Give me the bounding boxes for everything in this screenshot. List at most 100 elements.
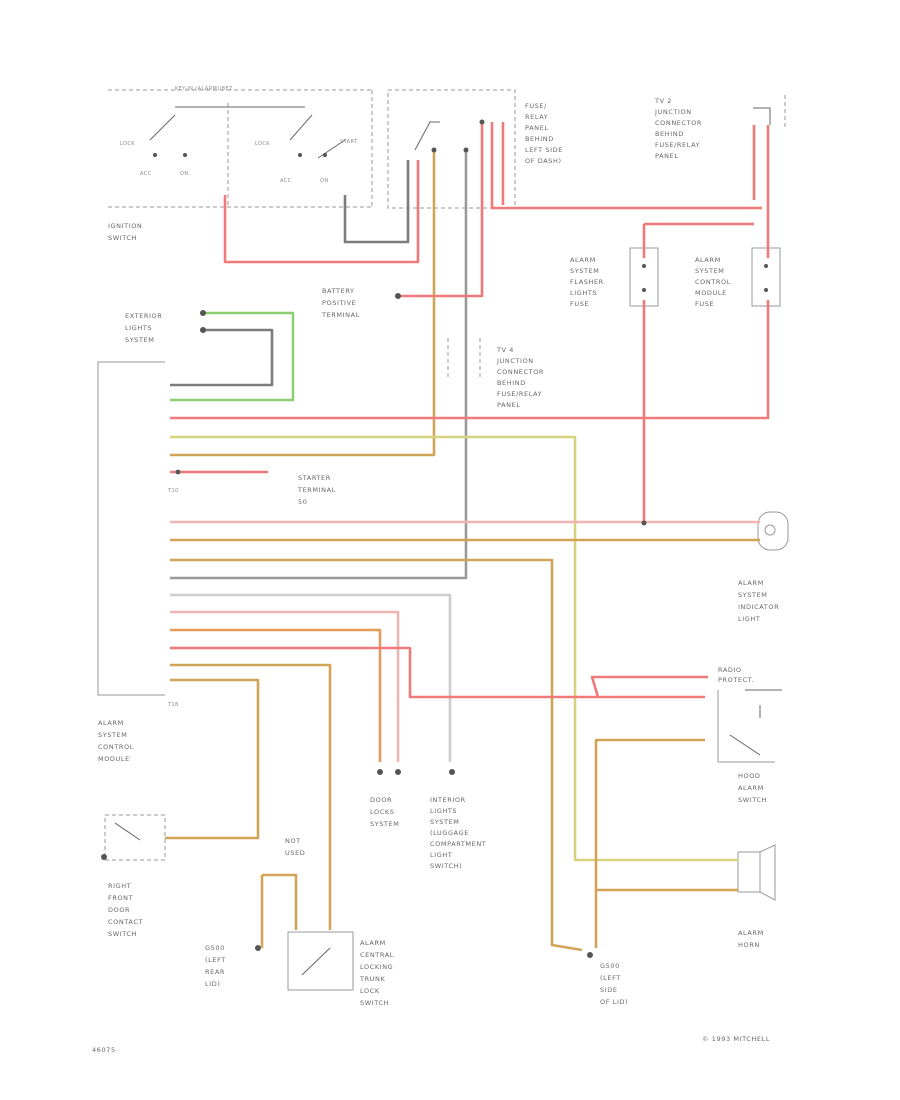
trunk-switch-label-line: LOCK [360, 987, 380, 995]
terminal-dot [175, 469, 181, 475]
tv4-label-line: FUSE/RELAY [497, 390, 542, 398]
fuse-relay-panel-label-line: RELAY [525, 113, 548, 121]
tv2-label-line: PANEL [655, 152, 679, 160]
control-fuse-label-line: CONTROL [695, 278, 731, 286]
tv2-label-line: JUNCTION [654, 108, 692, 116]
trunk-switch-box [287, 931, 354, 991]
tv2-label-line: CONNECTOR [655, 119, 702, 127]
tv4-label-line: CONNECTOR [497, 368, 544, 376]
flasher-fuse-label-line: LIGHTS [570, 289, 597, 297]
battery-label-line: BATTERY [322, 287, 355, 295]
terminal-dot [255, 945, 261, 951]
ignition-pos: ACC [280, 178, 292, 184]
trunk-switch-label-line: SWITCH [360, 999, 389, 1007]
hood-label-line: SWITCH [738, 796, 767, 804]
ignition-pos: ACC [140, 171, 152, 177]
junction-dot [463, 147, 469, 153]
indicator-label-line: ALARM [738, 579, 764, 587]
control-module-label-line: CONTROL [98, 743, 134, 751]
flasher-fuse-label-line: FUSE [570, 300, 589, 308]
fuse-terminal [764, 288, 768, 292]
control-fuse-label-line: FUSE [695, 300, 714, 308]
alarm-horn-body [737, 851, 761, 893]
hood-switch-frame [717, 690, 775, 763]
interior-label-line: INTERIOR [430, 796, 466, 804]
fuse-relay-panel-label-line: FUSE/ [525, 102, 547, 110]
figure-id: 46075 [92, 1046, 116, 1054]
interior-label-line: (LUGGAGE [430, 829, 469, 837]
fuse-terminal [764, 264, 768, 268]
ground-left-side-label-line: G500 [600, 962, 620, 970]
tv4-frame [447, 338, 481, 380]
control-module-label-line: SYSTEM [98, 731, 128, 739]
wire-tan-starter [170, 150, 436, 457]
t18-label: T18 [167, 702, 179, 708]
battery-label-line: TERMINAL [321, 311, 360, 319]
starter-label-line: STARTER [298, 474, 331, 482]
door-contact-label-line: FRONT [108, 894, 133, 902]
ignition-lever-3 [317, 139, 346, 159]
indicator-label-line: SYSTEM [738, 591, 768, 599]
exterior-lights-label-line: SYSTEM [125, 336, 155, 344]
switch-contact [323, 153, 327, 157]
ground-left-rear-label-line: REAR [205, 968, 225, 976]
control-fuse-label-line: MODULE [695, 289, 727, 297]
control-fuse-label-line: ALARM [695, 256, 721, 264]
ignition-lever-1 [149, 114, 176, 141]
trunk-switch-label-line: TRUNK [359, 975, 386, 983]
tv4-label-line: PANEL [497, 401, 521, 409]
wire-radio-link [590, 675, 708, 698]
flasher-fuse-label-line: SYSTEM [570, 267, 600, 275]
indicator-label-line: INDICATOR [738, 603, 779, 611]
trunk-switch-label-line: CENTRAL [360, 951, 394, 959]
tv2-connector [753, 107, 771, 125]
wire-door-contact [165, 678, 260, 840]
indicator-label-line: LIGHT [738, 615, 760, 623]
control-module-label-line: MODULE [98, 755, 130, 763]
wire-ground-tan [170, 558, 583, 952]
trunk-switch-label-line: LOCKING [360, 963, 393, 971]
ignition-lever-2 [289, 114, 313, 141]
junction-dot [431, 147, 437, 153]
wire-exterior-gray [170, 328, 274, 387]
hood-switch-lever [729, 734, 761, 756]
door-contact-label-line: CONTACT [108, 918, 143, 926]
door-contact-label-line: SWITCH [108, 930, 137, 938]
ground-left-rear-label-line: (LEFT [205, 956, 226, 964]
wire-trunk-tan [170, 663, 332, 930]
trunk-switch-label-line: ALARM [360, 939, 386, 947]
key-in-label: KEY-IN (ALARM)/BEZ [175, 86, 233, 92]
battery-label-line: POSITIVE [322, 299, 356, 307]
ground-dot [101, 854, 107, 860]
fuse-relay-panel-label-line: PANEL [525, 124, 549, 132]
control-fuse-label-line: SYSTEM [695, 267, 725, 275]
terminal-dot [587, 952, 593, 958]
ignition-pos: LOCK [255, 141, 270, 147]
switch-contact [298, 153, 302, 157]
wire-exterior-green [170, 311, 295, 402]
control-module-label-line: ALARM [98, 719, 124, 727]
interior-label-line: LIGHTS [430, 807, 457, 815]
wire-control-fuse-out [170, 300, 770, 420]
horn-label-line: ALARM [738, 929, 764, 937]
fuse-terminal [642, 264, 646, 268]
starter-label-line: 50 [298, 498, 307, 506]
wire-gray [170, 150, 468, 580]
door-contact-lever [114, 822, 141, 841]
interior-label-line: SWITCH) [430, 862, 462, 870]
t10-label: T10 [167, 488, 179, 494]
fuse-relay-panel-label-line: BEHIND [525, 135, 554, 143]
tv4-label-line: TV 4 [496, 346, 514, 354]
ignition-pos: LOCK [120, 141, 135, 147]
fuse-terminal [642, 288, 646, 292]
indicator-lamp [764, 524, 776, 536]
flasher-fuse-label-line: FLASHER [570, 278, 604, 286]
interior-label-line: LIGHT [430, 851, 452, 859]
wire-door-lock-orange [170, 628, 382, 762]
exterior-lights-label-line: EXTERIOR [125, 312, 162, 320]
horn-label-line: HORN [738, 941, 760, 949]
ignition-switch-label-line: SWITCH [108, 234, 137, 242]
wire-interior [170, 593, 452, 762]
junction-dot [641, 520, 647, 526]
